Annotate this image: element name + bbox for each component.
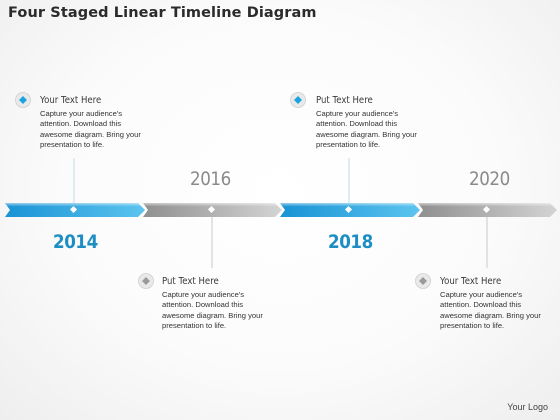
card-body-2: Capture your audience's attention. Downl… (162, 290, 263, 330)
card-body-3: Capture your audience's attention. Downl… (316, 109, 417, 149)
year-label-2018: 2018 (328, 231, 373, 253)
diamond-bullet-icon (138, 273, 154, 289)
diamond-bullet-icon (415, 273, 431, 289)
year-label-2014: 2014 (53, 231, 98, 253)
segment-marker-1 (69, 205, 78, 214)
card-heading-1: Your Text Here (40, 95, 102, 106)
segment-marker-3 (344, 205, 353, 214)
card-heading-3: Put Text Here (316, 95, 373, 106)
logo-placeholder: Your Logo (507, 402, 548, 412)
segment-marker-4 (482, 205, 491, 214)
page-title: Four Staged Linear Timeline Diagram (8, 5, 317, 21)
card-heading-4: Your Text Here (440, 276, 502, 287)
card-body-1: Capture your audience's attention. Downl… (40, 109, 141, 149)
card-body-4: Capture your audience's attention. Downl… (440, 290, 541, 330)
diamond-bullet-icon (15, 92, 31, 108)
year-label-2016: 2016 (190, 168, 231, 190)
card-heading-2: Put Text Here (162, 276, 219, 287)
year-label-2020: 2020 (469, 168, 510, 190)
segment-marker-2 (207, 205, 216, 214)
diamond-bullet-icon (290, 92, 306, 108)
